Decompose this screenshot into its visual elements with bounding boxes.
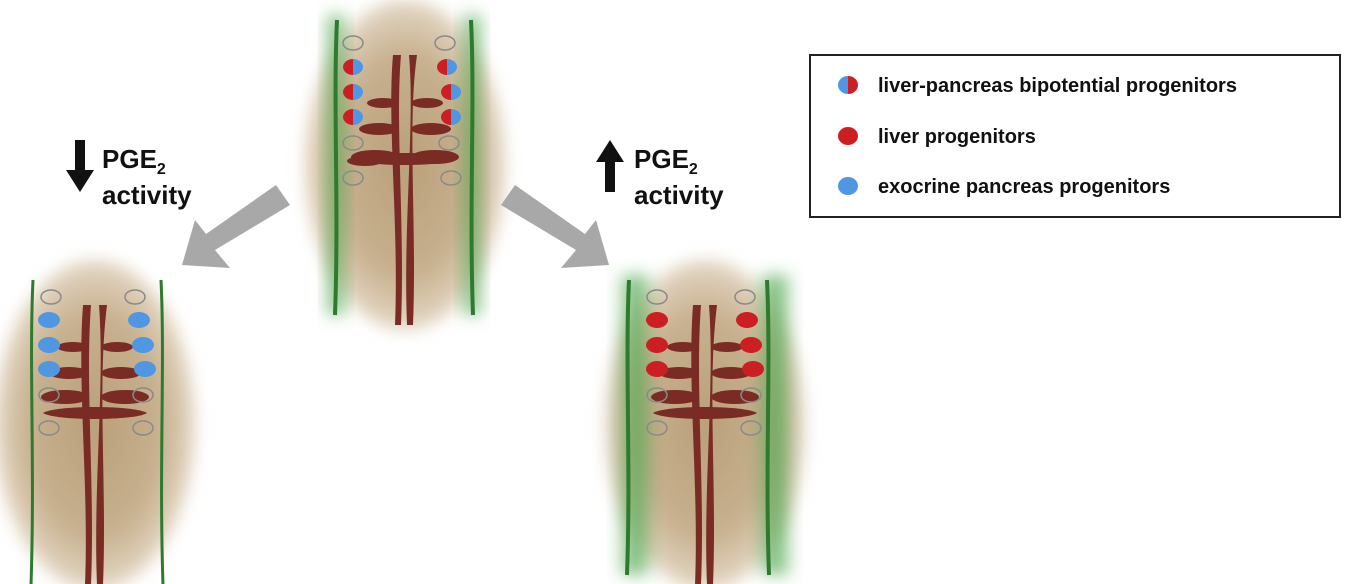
bipotential-cell (343, 84, 363, 100)
pancreas-cell (134, 361, 156, 377)
gut-vessel (347, 55, 459, 325)
pancreas-cell (38, 312, 60, 328)
bipotential-cell (441, 84, 461, 100)
liver-cell (646, 337, 668, 353)
empty-cell (440, 170, 462, 186)
embryo-decrease (0, 260, 195, 584)
decrease-label: PGE2 activity (66, 140, 192, 210)
pge-signal-text: PGE (634, 144, 689, 174)
lateral-line-left (333, 19, 339, 316)
liver-cell (646, 361, 668, 377)
empty-cell (342, 170, 364, 186)
svg-text:PGE2: PGE2 (634, 144, 698, 178)
liver-cell (742, 361, 764, 377)
lateral-line-right (159, 279, 165, 584)
lateral-line-right (469, 19, 475, 316)
empty-cell (38, 387, 60, 403)
empty-cell (646, 420, 668, 436)
liver-cell (646, 312, 668, 328)
empty-cell (646, 387, 668, 403)
empty-cell (132, 420, 154, 436)
empty-cell (38, 420, 60, 436)
empty-cell (740, 420, 762, 436)
half-red-half-blue-cell-icon (838, 76, 858, 94)
legend-label: liver progenitors (878, 126, 1036, 148)
arrow-to-decrease (182, 185, 290, 268)
embryo-increase (605, 260, 805, 584)
pancreas-cell (38, 361, 60, 377)
empty-cell (734, 289, 756, 305)
empty-cell (40, 289, 62, 305)
cell-column-right (124, 289, 156, 436)
empty-cell (740, 387, 762, 403)
pancreas-cell (128, 312, 150, 328)
pancreas-cell (132, 337, 154, 353)
bipotential-cell (441, 109, 461, 125)
pge-signal-text: PGE (102, 144, 157, 174)
bipotential-cell (343, 109, 363, 125)
empty-cell (132, 387, 154, 403)
legend-item-bipotential: liver-pancreas bipotential progenitors (838, 75, 1237, 97)
embryo-control (305, 0, 505, 330)
cell-column-left (646, 289, 668, 436)
down-arrow-icon (66, 140, 94, 192)
cell-column-right (734, 289, 764, 436)
lateral-line-left (625, 279, 631, 576)
empty-cell (434, 35, 456, 51)
pancreas-cell (38, 337, 60, 353)
arrow-to-increase (501, 185, 609, 268)
liver-cell (736, 312, 758, 328)
blue-cell-icon (838, 177, 858, 195)
legend-label: exocrine pancreas progenitors (878, 176, 1170, 198)
legend: liver-pancreas bipotential progenitors l… (809, 54, 1341, 218)
cell-column-left (38, 289, 62, 436)
gut-vessel (651, 305, 759, 584)
legend-label: liver-pancreas bipotential progenitors (878, 75, 1237, 97)
empty-cell (342, 135, 364, 151)
legend-box (809, 54, 1341, 218)
liver-cell (740, 337, 762, 353)
svg-text:PGE2: PGE2 (102, 144, 166, 178)
empty-cell (124, 289, 146, 305)
cell-column-right (434, 35, 462, 186)
green-band-right (755, 275, 795, 575)
pge-subscript: 2 (157, 161, 166, 178)
pge-subscript: 2 (689, 161, 698, 178)
activity-text: activity (102, 180, 192, 210)
up-arrow-icon (596, 140, 624, 192)
red-cell-icon (838, 127, 858, 145)
legend-item-liver: liver progenitors (838, 126, 1036, 148)
bipotential-cell (343, 59, 363, 75)
empty-cell (438, 135, 460, 151)
empty-cell (342, 35, 364, 51)
lateral-line-right (765, 279, 771, 576)
empty-cell (646, 289, 668, 305)
activity-text: activity (634, 180, 724, 210)
bipotential-cell (437, 59, 457, 75)
lateral-line-left (29, 279, 35, 584)
increase-label: PGE2 activity (596, 140, 724, 210)
cell-column-left (342, 35, 364, 186)
legend-item-pancreas: exocrine pancreas progenitors (838, 176, 1170, 198)
